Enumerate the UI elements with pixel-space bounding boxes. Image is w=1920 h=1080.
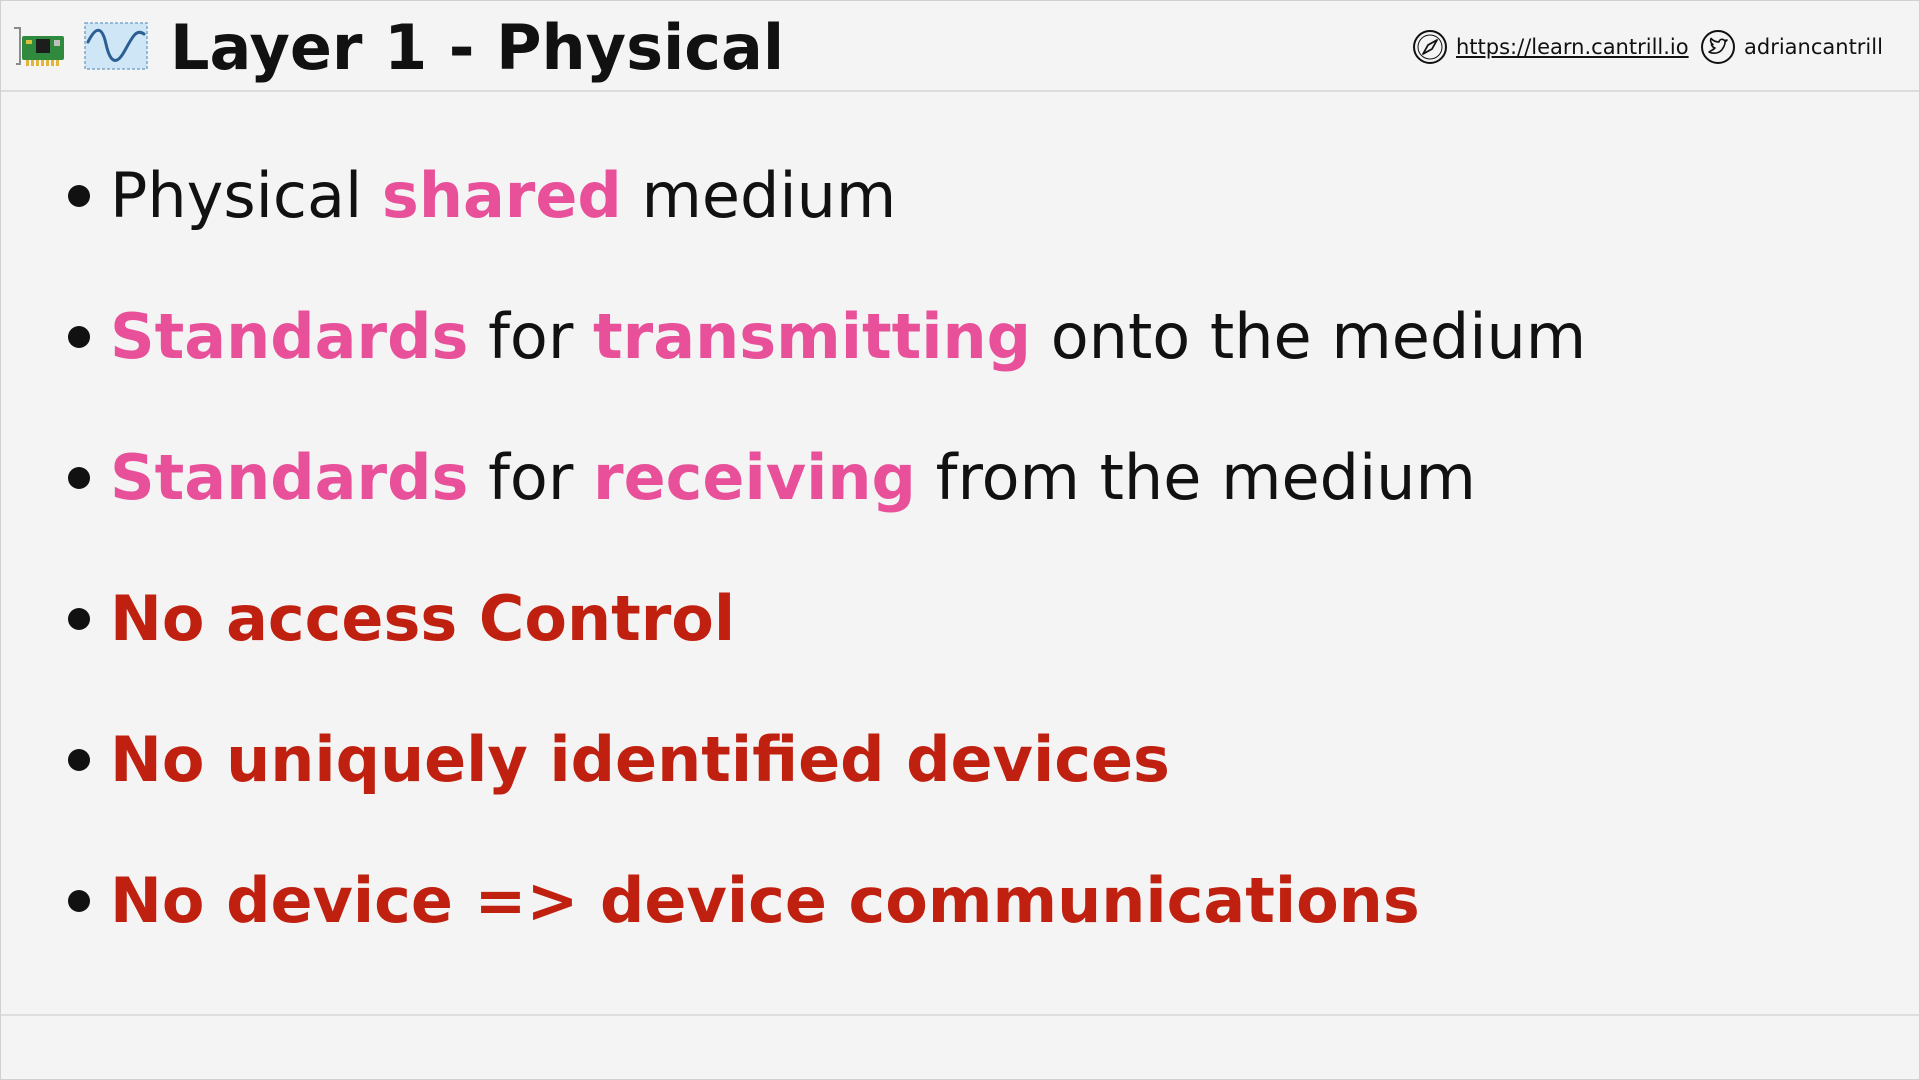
bullet-item: Physical shared medium [68,148,1586,289]
bullet-text: No device => device communications [110,864,1420,937]
network-card-icon [14,27,64,66]
website-link-text[interactable]: https://learn.cantrill.io [1456,35,1689,59]
website-link[interactable]: https://learn.cantrill.io [1412,27,1689,67]
twitter-bird-icon [1701,30,1735,64]
bullet-text: Standards for receiving from the medium [110,441,1476,514]
bullet-dot [68,749,90,771]
bullet-text: No access Control [110,582,736,655]
twitter-handle-text[interactable]: adriancantrill [1744,35,1883,59]
twitter-handle[interactable]: adriancantrill [1700,27,1883,67]
bullet-text: No uniquely identified devices [110,723,1170,796]
bullet-item: Standards for transmitting onto the medi… [68,289,1586,430]
bullet-dot [68,608,90,630]
bullet-list: Physical shared medium Standards for tra… [68,148,1586,994]
compass-icon [1413,30,1447,64]
bullet-dot [68,467,90,489]
signal-wave-icon [84,22,148,70]
bullet-item: No access Control [68,571,1586,712]
bullet-text: Physical shared medium [110,159,897,232]
bullet-dot [68,185,90,207]
bullet-dot [68,326,90,348]
footer-divider [0,1014,1920,1016]
bullet-text: Standards for transmitting onto the medi… [110,300,1587,373]
bullet-dot [68,890,90,912]
bullet-item: No device => device communications [68,853,1586,994]
bullet-item: No uniquely identified devices [68,712,1586,853]
slide-header: Layer 1 - Physical https://learn.cantril… [0,0,1920,92]
slide-title: Layer 1 - Physical [170,11,785,84]
bullet-item: Standards for receiving from the medium [68,430,1586,571]
